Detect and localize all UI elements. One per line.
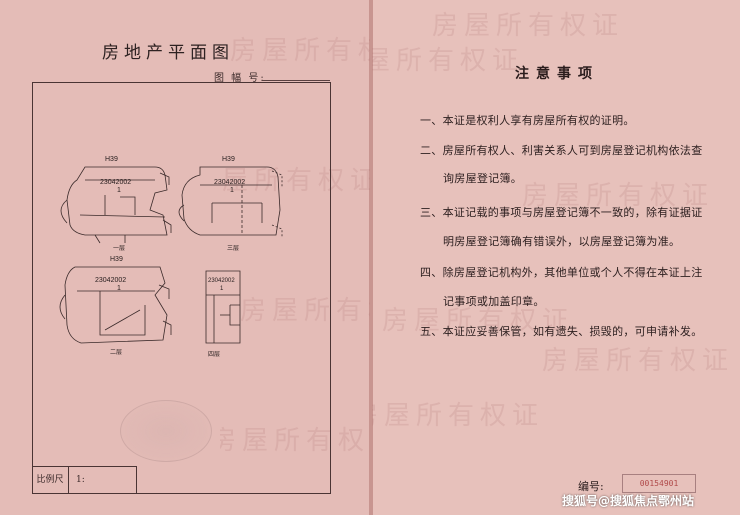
plan-floor-label: 三层 (227, 246, 240, 252)
floor-plan-3: H39 23042002 1 二层 (55, 255, 175, 356)
floor-plan-drawing (60, 166, 172, 244)
notice-item-1-line1: 一、本证是权利人享有房屋所有权的证明。 (420, 114, 635, 127)
certificate-number-label: 编号: (578, 480, 604, 493)
plan-floor-label: 二层 (110, 350, 123, 356)
scale-value: 1: (76, 475, 85, 485)
plan-unit-number: 1 (230, 187, 234, 194)
plan-floor-label: 一层 (113, 246, 126, 252)
plan-unit-number: 1 (220, 286, 224, 292)
plan-parcel-number: 23042002 (95, 277, 127, 284)
plan-unit-number: 1 (117, 285, 121, 292)
floor-plan-frame (32, 82, 331, 494)
plan-unit-number: 1 (117, 187, 121, 194)
scale-label: 比例尺 (32, 467, 69, 493)
notice-item-3-line2: 明房屋登记簿确有错误外，以房屋登记簿为准。 (443, 235, 681, 248)
floor-plan-drawing (205, 270, 241, 344)
brand-watermark: 搜狐号@搜狐焦点鄂州站 (562, 494, 695, 508)
plan-code: H39 (105, 156, 118, 163)
book-spine (369, 0, 373, 515)
notice-item-5-line1: 五、本证应妥善保管，如有遗失、损毁的，可申请补发。 (420, 325, 703, 338)
right-page (372, 0, 740, 515)
floor-plan-drawing (59, 266, 172, 344)
scale-box: 比例尺 1: (32, 466, 137, 493)
floor-plan-drawing (178, 166, 283, 237)
sheet-number-underline (262, 80, 330, 81)
notice-item-2-line2: 询房屋登记簿。 (443, 172, 523, 185)
plan-parcel-number: 23042002 (100, 179, 132, 186)
floor-plan-2: H39 23042002 1 三层 (172, 155, 292, 252)
notice-item-3-line1: 三、本证记载的事项与房屋登记簿不一致的，除有证据证 (420, 206, 703, 219)
floor-plan-4: 23042002 1 四层 (200, 265, 250, 360)
notice-item-2-line1: 二、房屋所有权人、利害关系人可到房屋登记机构依法查 (420, 144, 703, 157)
plan-code: H39 (222, 156, 235, 163)
floor-plan-title: 房地产平面图 (102, 43, 234, 63)
embossed-seal (120, 400, 212, 462)
plan-parcel-number: 23042002 (208, 278, 235, 284)
certificate-number: 00154901 (622, 474, 696, 493)
notice-item-4-line1: 四、除房屋登记机构外，其他单位或个人不得在本证上注 (420, 266, 703, 279)
notice-title: 注意事项 (515, 66, 599, 82)
plan-parcel-number: 23042002 (214, 179, 246, 186)
sheet-number-label: 图 幅 号: (214, 73, 266, 84)
plan-code: H39 (110, 256, 123, 263)
plan-floor-label: 四层 (208, 352, 221, 358)
floor-plan-1: H39 23042002 1 一层 (55, 155, 175, 252)
notice-item-4-line2: 记事项或加盖印章。 (443, 295, 545, 308)
